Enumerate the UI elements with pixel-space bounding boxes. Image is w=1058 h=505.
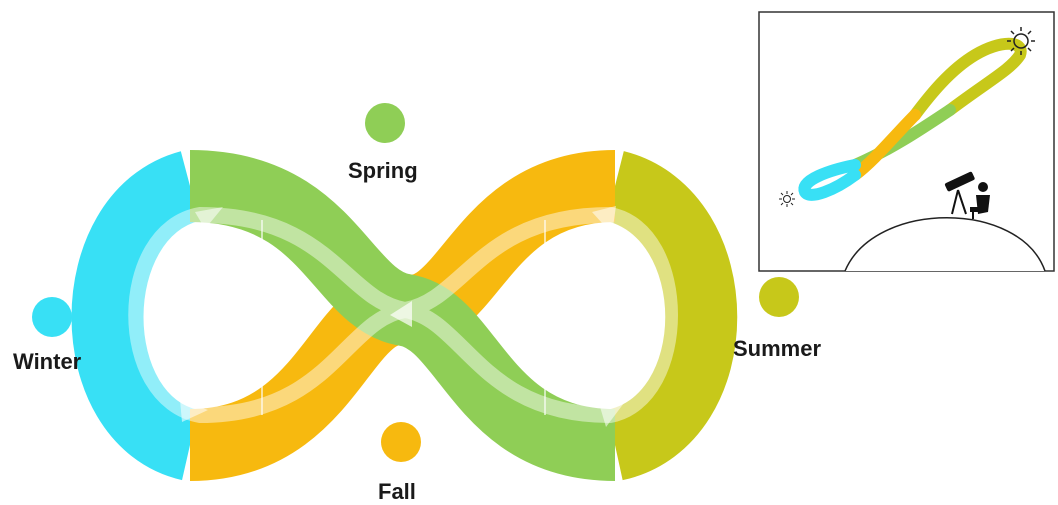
analemma-winter bbox=[798, 159, 861, 201]
winter-dot bbox=[32, 297, 72, 337]
arrow-winter-top bbox=[195, 207, 223, 229]
fall-dot bbox=[381, 422, 421, 462]
summer-label: Summer bbox=[733, 336, 822, 361]
arrow-center bbox=[390, 301, 412, 327]
winter-band bbox=[71, 151, 202, 481]
summer-band bbox=[603, 151, 738, 481]
analemma-summer bbox=[909, 37, 1027, 121]
telescope-observer-icon bbox=[944, 171, 990, 219]
fall-label: Fall bbox=[378, 479, 416, 504]
arrow-summer-top bbox=[592, 206, 616, 234]
spring-dot bbox=[365, 103, 405, 143]
hill bbox=[844, 217, 1046, 272]
winter-label: Winter bbox=[13, 349, 82, 374]
spring-label: Spring bbox=[348, 158, 418, 183]
arrow-summer-bottom bbox=[598, 400, 624, 427]
sun-icon bbox=[779, 191, 795, 207]
sun-icon bbox=[1007, 27, 1035, 55]
analemma-fall bbox=[849, 109, 921, 181]
arrow-winter-bottom bbox=[180, 400, 208, 422]
inset-analemma-panel bbox=[758, 11, 1055, 272]
summer-dot bbox=[759, 277, 799, 317]
